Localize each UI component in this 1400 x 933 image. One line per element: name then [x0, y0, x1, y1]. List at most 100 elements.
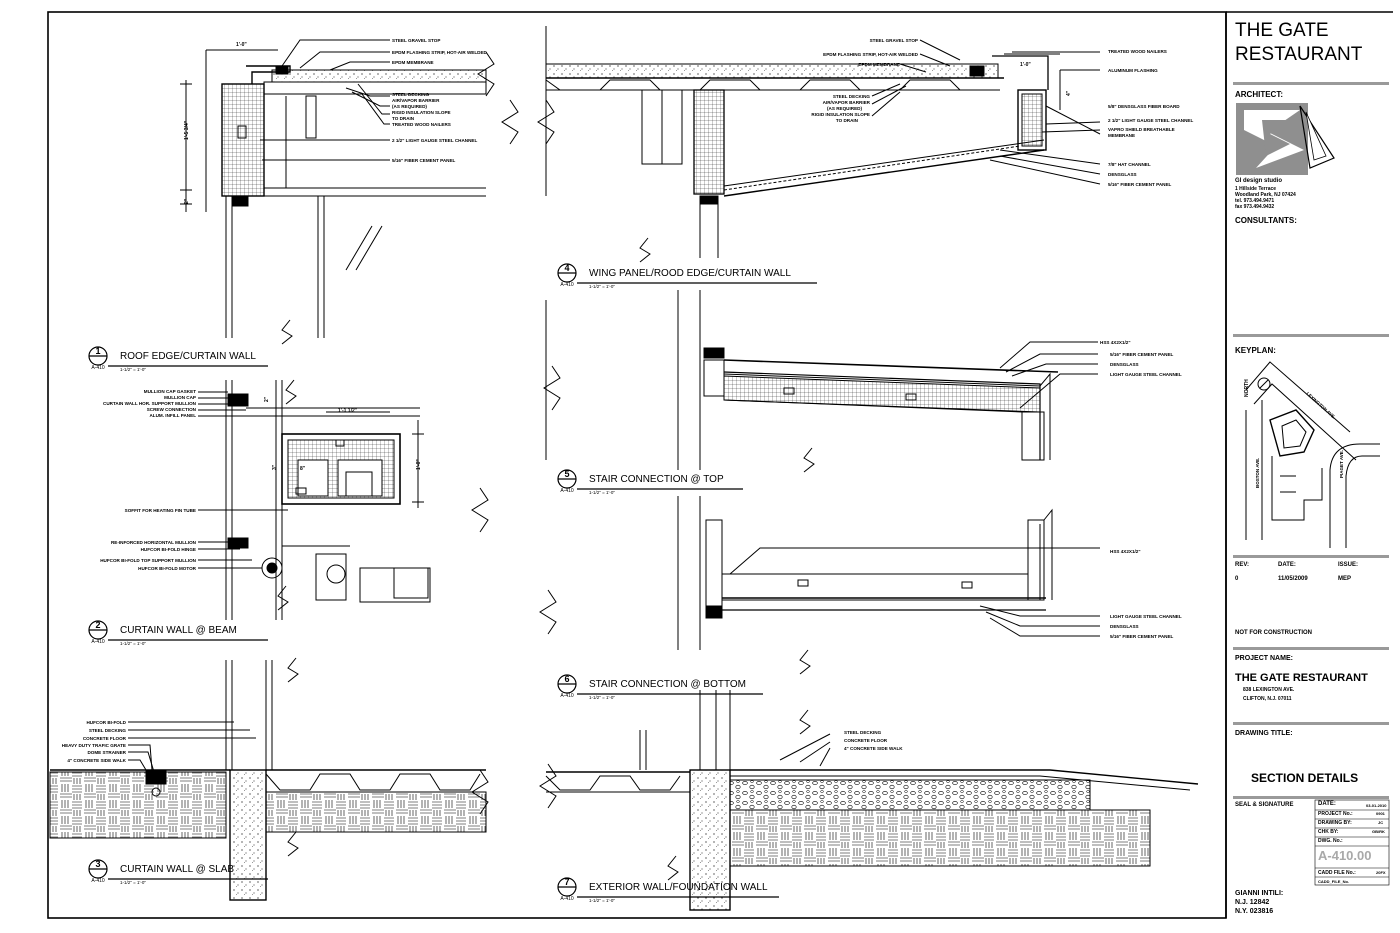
note-d4l-6: RIGID INSULATION SLOPE — [811, 112, 870, 117]
info-date-label: DATE: — [1318, 801, 1336, 807]
note-d2-9: HUFCOR BI-FOLD MOTOR — [138, 566, 197, 571]
seal-signature-label: SEAL & SIGNATURE — [1235, 802, 1294, 808]
note-d4r-7: DENSGLASS — [1108, 172, 1137, 177]
note-d5-0: HSS 4X2X1/2" — [1100, 340, 1131, 345]
detail-number-2: 2 — [95, 620, 100, 630]
note-d6-1: LIGHT GAUGE STEEL CHANNEL — [1110, 614, 1182, 619]
note-d7-1: CONCRETE FLOOR — [844, 738, 888, 743]
note-d4l-5: (AS REQUIRED) — [827, 106, 862, 111]
rev-header: REV: — [1235, 562, 1250, 568]
info-drawing-by-label: DRAWING BY: — [1318, 820, 1352, 826]
drawing-title: SECTION DETAILS — [1251, 771, 1359, 785]
note-d2-3: SCREW CONNECTION — [147, 407, 197, 412]
note-d2-7: HUFCOR BI-FOLD HINGE — [141, 547, 196, 552]
detail-sheet-3: A-410 — [91, 878, 105, 884]
note-d4r-8: 5/16" FIBER CEMENT PANEL — [1108, 182, 1172, 187]
rev-date-value: 11/05/2009 — [1278, 576, 1308, 582]
note-d3-3: HEAVY DUTY TRAFIC GRATE — [62, 743, 126, 748]
note-d2-8: HUFCOR BI-FOLD TOP SUPPORT MULLION — [100, 558, 196, 563]
detail-number-1: 1 — [95, 346, 100, 356]
date-header: DATE: — [1278, 562, 1296, 568]
dim-0: 1'-0" — [236, 42, 247, 48]
dim-4: 1'-0" — [1020, 62, 1031, 68]
info-dwg-no-label: DWG. No.: — [1318, 838, 1343, 844]
detail-title-1: ROOF EDGE/CURTAIN WALL — [120, 351, 256, 362]
note-d4r-1: ALUMINUM FLASHING — [1108, 68, 1158, 73]
cadd-file-label: CADD FILE No.: — [1318, 870, 1356, 876]
firm-tel: tel. 973.494.9471 — [1235, 198, 1275, 204]
detail-title-5: STAIR CONNECTION @ TOP — [589, 474, 724, 485]
project-address-2: CLIFTON, N.J. 07011 — [1243, 696, 1292, 702]
dim-9: 3" — [272, 464, 278, 470]
info-date-value: 03-01-2010 — [1366, 803, 1387, 808]
keyplan-map — [1245, 361, 1380, 548]
note-d1-as-required: (AS REQUIRED) — [392, 104, 427, 109]
drawing-title-label: DRAWING TITLE: — [1235, 730, 1293, 737]
note-d4r-6: 7/8" HAT CHANNEL — [1108, 162, 1151, 167]
detail-sheet-2: A-410 — [91, 639, 105, 645]
note-d4l-7: TO DRAIN — [836, 118, 859, 123]
dim-6: 2" — [264, 396, 270, 402]
cadd-file-name-label: CADD_FILE_No. — [1318, 879, 1350, 884]
note-d6-0: HSS 4X2X1/2" — [1110, 549, 1141, 554]
note-d2-1: MULLION CAP — [164, 395, 196, 400]
rev-value: 0 — [1235, 576, 1239, 582]
note-d2-4: ALUM. INFILL PANEL — [149, 413, 196, 418]
note-d1-steel-decking: STEEL DECKING — [392, 92, 430, 97]
info-table-grid — [1314, 799, 1390, 886]
project-name: THE GATE RESTAURANT — [1235, 672, 1368, 684]
note-d1-rigid-insulation: RIGID INSULATION SLOPE — [392, 110, 451, 115]
detail-scale-5: 1-1/2" = 1'-0" — [589, 490, 615, 495]
sheet-number: A-410.00 — [1318, 848, 1372, 863]
detail-3-drawing — [49, 657, 489, 901]
detail-4-drawing — [501, 26, 1101, 263]
note-d2-5: SOFFIT FOR HEATING FIN TUBE — [125, 508, 196, 513]
note-d4r-0: TREATED WOOD NAILERS — [1108, 49, 1167, 54]
consultants-label: CONSULTANTS: — [1235, 216, 1297, 225]
detail-number-6: 6 — [564, 674, 569, 684]
note-d1-gravel-stop: STEEL GRAVEL STOP — [392, 38, 440, 43]
keyplan-street-boston: BOSTON AVE. — [1255, 458, 1260, 488]
project-address-1: 838 LEXINGTON AVE. — [1243, 687, 1295, 693]
detail-sheet-5: A-410 — [560, 488, 574, 494]
keyplan-north: NORTH — [1244, 379, 1250, 397]
detail-sheet-1: A-410 — [91, 365, 105, 371]
detail-scale-7: 1-1/2" = 1'-0" — [589, 898, 615, 903]
info-chk-by-label: CHK BY: — [1318, 829, 1339, 835]
note-d1-cement-panel: 5/16" FIBER CEMENT PANEL — [392, 158, 456, 163]
note-d3-5: 4" CONCRETE SIDE WALK — [67, 758, 126, 763]
note-d1-epdm-membrane: EPDM MEMBRANE — [392, 60, 434, 65]
detail-7-drawing — [539, 690, 1199, 911]
note-d2-2: CURTAIN WALL HOR. SUPPORT MULLION — [103, 401, 197, 406]
note-d1-wood-nailers: TREATED WOOD NAILERS — [392, 122, 451, 127]
note-d3-2: CONCRETE FLOOR — [83, 736, 127, 741]
info-chk-by-value: GB/RK — [1372, 829, 1385, 834]
firm-fax: fax 973.494.9432 — [1235, 204, 1275, 210]
issue-header: ISSUE: — [1338, 562, 1359, 568]
note-d4l-4: AIR/VAPOR BARRIER — [823, 100, 871, 105]
firm-address-2: Woodland Park, NJ 07424 — [1235, 192, 1296, 198]
detail-sheet-7: A-410 — [560, 896, 574, 902]
note-d1-to-drain: TO DRAIN — [392, 116, 415, 121]
note-d4r-2: 5/8" DENSGLASS FIBER BOARD — [1108, 104, 1180, 109]
detail-scale-2: 1-1/2" = 1'-0" — [120, 641, 146, 646]
note-d5-3: LIGHT GAUGE STEEL CHANNEL — [1110, 372, 1182, 377]
architect-license-nj: N.J. 12842 — [1235, 899, 1270, 906]
note-d4r-3: 2 1/2" LIGHT GAUGE STEEL CHANNEL — [1108, 118, 1193, 123]
detail-title-3: CURTAIN WALL @ SLAB — [120, 864, 234, 875]
cadd-file-value: 20FX — [1376, 870, 1386, 875]
detail-number-5: 5 — [564, 469, 569, 479]
note-d1-epdm-flashing: EPDM FLASHING STRIP, HOT-AIR WELDED — [392, 50, 488, 55]
detail-title-7: EXTERIOR WALL/FOUNDATION WALL — [589, 882, 768, 893]
note-d4l-1: EPDM FLASHING STRIP, HOT-AIR WELDED — [823, 52, 919, 57]
note-d3-1: STEEL DECKING — [89, 728, 127, 733]
dim-1: 1'-5 3/4" — [184, 120, 190, 140]
note-d6-3: 5/16" FIBER CEMENT PANEL — [1110, 634, 1174, 639]
note-d2-6: RE-INFORCED HORIZONTAL MULLION — [111, 540, 197, 545]
rev-issue-value: MEP — [1338, 576, 1352, 582]
architect-signature-name: GIANNI INTILI: — [1235, 890, 1284, 897]
detail-number-7: 7 — [564, 877, 569, 887]
dim-2: 2" — [184, 198, 190, 204]
detail-title-6: STAIR CONNECTION @ BOTTOM — [589, 679, 746, 690]
